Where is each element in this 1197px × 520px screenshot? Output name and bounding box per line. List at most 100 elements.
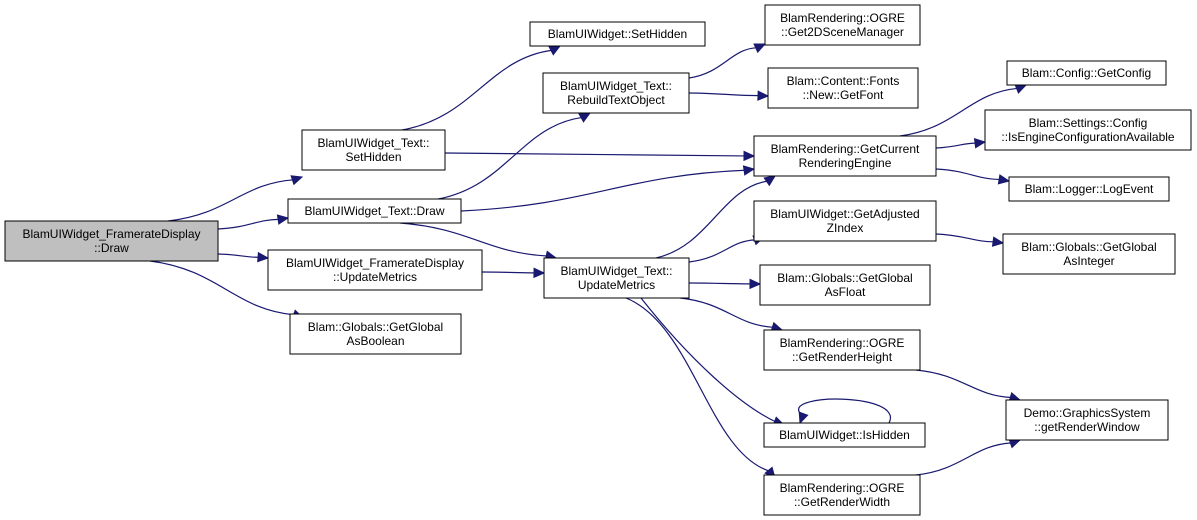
node-box [763,474,921,516]
edge-line [149,260,295,316]
edge-arrowhead [257,251,270,263]
edge-ishidden-to-ishidden [797,398,892,425]
node-label: Demo::GraphicsSystem [1024,406,1151,420]
edge-line [935,233,995,243]
node-box [267,249,483,291]
edge-rebuild-to-get2dscene [688,43,767,79]
edge-arrowhead [798,411,809,425]
edge-text-updatemetrics-to-zindex [688,235,766,263]
edge-text-updatemetrics-to-renderwidth [625,297,776,479]
node-label: BlamUIWidget_Text:: [560,79,672,93]
node-label: RebuildTextObject [567,93,665,107]
node-getconfig[interactable]: Blam::Config::GetConfig [1006,60,1167,86]
node-box [763,329,921,371]
edge-text-updatemetrics-to-renderengine [655,175,777,259]
node-box [1008,176,1170,202]
edge-line [217,218,280,230]
node-label: Blam::Content::Fonts [787,74,900,88]
node-root[interactable]: BlamUIWidget_FramerateDisplay::Draw [4,220,219,262]
node-label: RenderingEngine [799,156,892,170]
edge-arrowhead [749,278,762,290]
node-label: AsBoolean [346,334,404,348]
edge-root-to-text-draw [217,214,290,230]
node-rebuild[interactable]: BlamUIWidget_Text::RebuildTextObject [542,72,690,114]
edge-text-updatemetrics-to-globals-float [688,278,762,290]
node-label: ::New::GetFont [803,88,884,102]
edge-rebuild-to-newfont [688,90,770,101]
edge-arrowhead [997,174,1011,185]
node-box [764,4,921,46]
node-newfont[interactable]: Blam::Content::Fonts::New::GetFont [767,67,919,109]
node-text-sethidden[interactable]: BlamUIWidget_Text::SetHidden [301,129,446,171]
edge-line [899,87,1018,137]
node-box [984,109,1192,151]
node-label: BlamRendering::OGRE [780,481,905,495]
node-label: BlamUIWidget_Text::Draw [304,204,444,218]
node-label: BlamUIWidget_FramerateDisplay [286,256,464,270]
edge-arrowhead [290,175,304,186]
call-graph-nodes: BlamUIWidget_FramerateDisplay::DrawBlamU… [4,4,1192,516]
edge-text-updatemetrics-to-ishidden [640,297,786,427]
node-ishidden[interactable]: BlamUIWidget::IsHidden [763,422,926,448]
edge-arrowhead [763,175,777,187]
node-label: BlamUIWidget_Text:: [560,264,672,278]
node-label: BlamRendering::GetCurrent [771,142,920,156]
node-box [753,200,937,242]
node-label: ZIndex [827,221,864,235]
node-box [767,67,919,109]
node-label: ::Get2DSceneManager [781,25,904,39]
node-renderwidth[interactable]: BlamRendering::OGRE::GetRenderWidth [763,474,921,516]
node-widget-sethidden[interactable]: BlamUIWidget::SetHidden [529,21,706,47]
edge-line [935,168,1001,181]
node-text-draw[interactable]: BlamUIWidget_Text::Draw [287,198,462,224]
node-label: Blam::Logger::LogEvent [1025,182,1154,196]
node-label: ::IsEngineConfigurationAvailable [1001,130,1175,144]
node-logevent[interactable]: Blam::Logger::LogEvent [1008,176,1170,202]
node-box [542,72,690,114]
edge-arrowhead [1014,84,1028,94]
node-box [1005,399,1169,441]
edge-line [460,169,746,212]
edge-arrowhead [276,214,290,225]
node-label: Blam::Config::GetConfig [1022,66,1151,80]
node-renderheight[interactable]: BlamRendering::OGRE::GetRenderHeight [763,329,921,371]
edge-line [481,271,536,274]
edge-line [688,92,760,97]
edge-renderengine-to-logevent [935,168,1011,185]
edge-arrowhead [743,150,756,162]
edge-text-draw-to-renderengine [460,165,756,212]
edge-arrowhead [757,90,770,101]
edge-line [915,369,1012,399]
edge-arrowhead [578,112,592,123]
edge-root-to-text-sethidden [167,175,304,222]
node-box [753,135,937,177]
edge-arrowhead [548,45,562,56]
node-label: Blam::Globals::GetGlobal [777,271,912,285]
node-label: ::getRenderWindow [1034,420,1140,434]
node-label: SetHidden [345,150,401,164]
edge-line [640,297,777,423]
node-engineconfig[interactable]: Blam::Settings::Config::IsEngineConfigur… [984,109,1192,151]
edge-line [399,222,548,257]
node-label: ::UpdateMetrics [333,270,417,284]
node-text-updatemetrics[interactable]: BlamUIWidget_Text::UpdateMetrics [543,257,690,299]
edge-line [935,142,977,149]
node-label: ::GetRenderHeight [792,350,893,364]
node-box [759,264,931,306]
node-box [4,220,219,262]
edge-arrowhead [742,165,756,176]
node-label: ::GetRenderWidth [794,495,890,509]
node-get2dscene[interactable]: BlamRendering::OGRE::Get2DSceneManager [764,4,921,46]
node-renderwindow[interactable]: Demo::GraphicsSystem::getRenderWindow [1005,399,1169,441]
node-label: BlamUIWidget::GetAdjusted [770,207,919,221]
edge-fd-updatemetrics-to-text-updatemetrics [481,267,546,279]
node-fd-updatemetrics[interactable]: BlamUIWidget_FramerateDisplay::UpdateMet… [267,249,483,291]
edge-text-sethidden-to-renderengine [444,150,756,162]
node-label: AsFloat [825,285,866,299]
